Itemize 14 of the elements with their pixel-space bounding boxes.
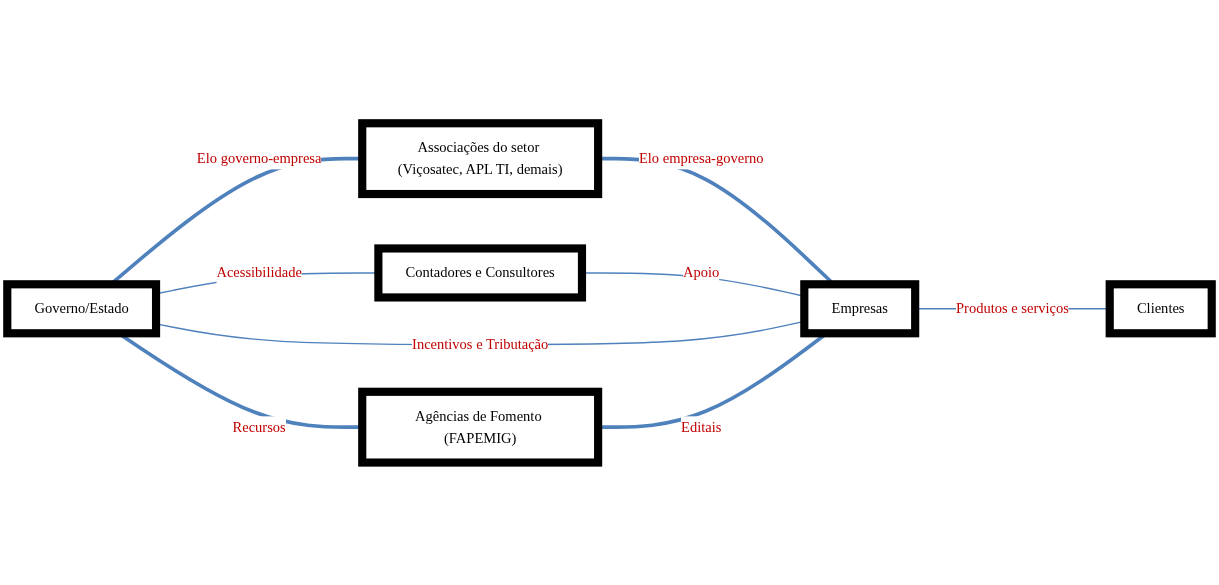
node-box: Empresas [800,279,920,337]
edge-label: Recursos [232,418,286,435]
edge-label: Apoio [683,264,720,280]
edge-label: Incentivos e Tributação [412,336,549,352]
node-box: Governo/Estado [3,279,161,337]
node-box: Agências de Fomento (FAPEMIG) [358,387,603,467]
edge-label: Acessibilidade [216,264,302,280]
edge-label: Elo governo-empresa [196,150,322,166]
node-box: Clientes [1105,279,1216,337]
node-box: Associações do setor (Viçosatec, APL TI, demais) [358,118,603,198]
edge-label: Editais [681,418,722,435]
node-box: Contadores e Consultores [374,243,587,302]
edge-label: Produtos e serviços [956,300,1069,316]
edge-label: Elo empresa-governo [638,150,764,166]
